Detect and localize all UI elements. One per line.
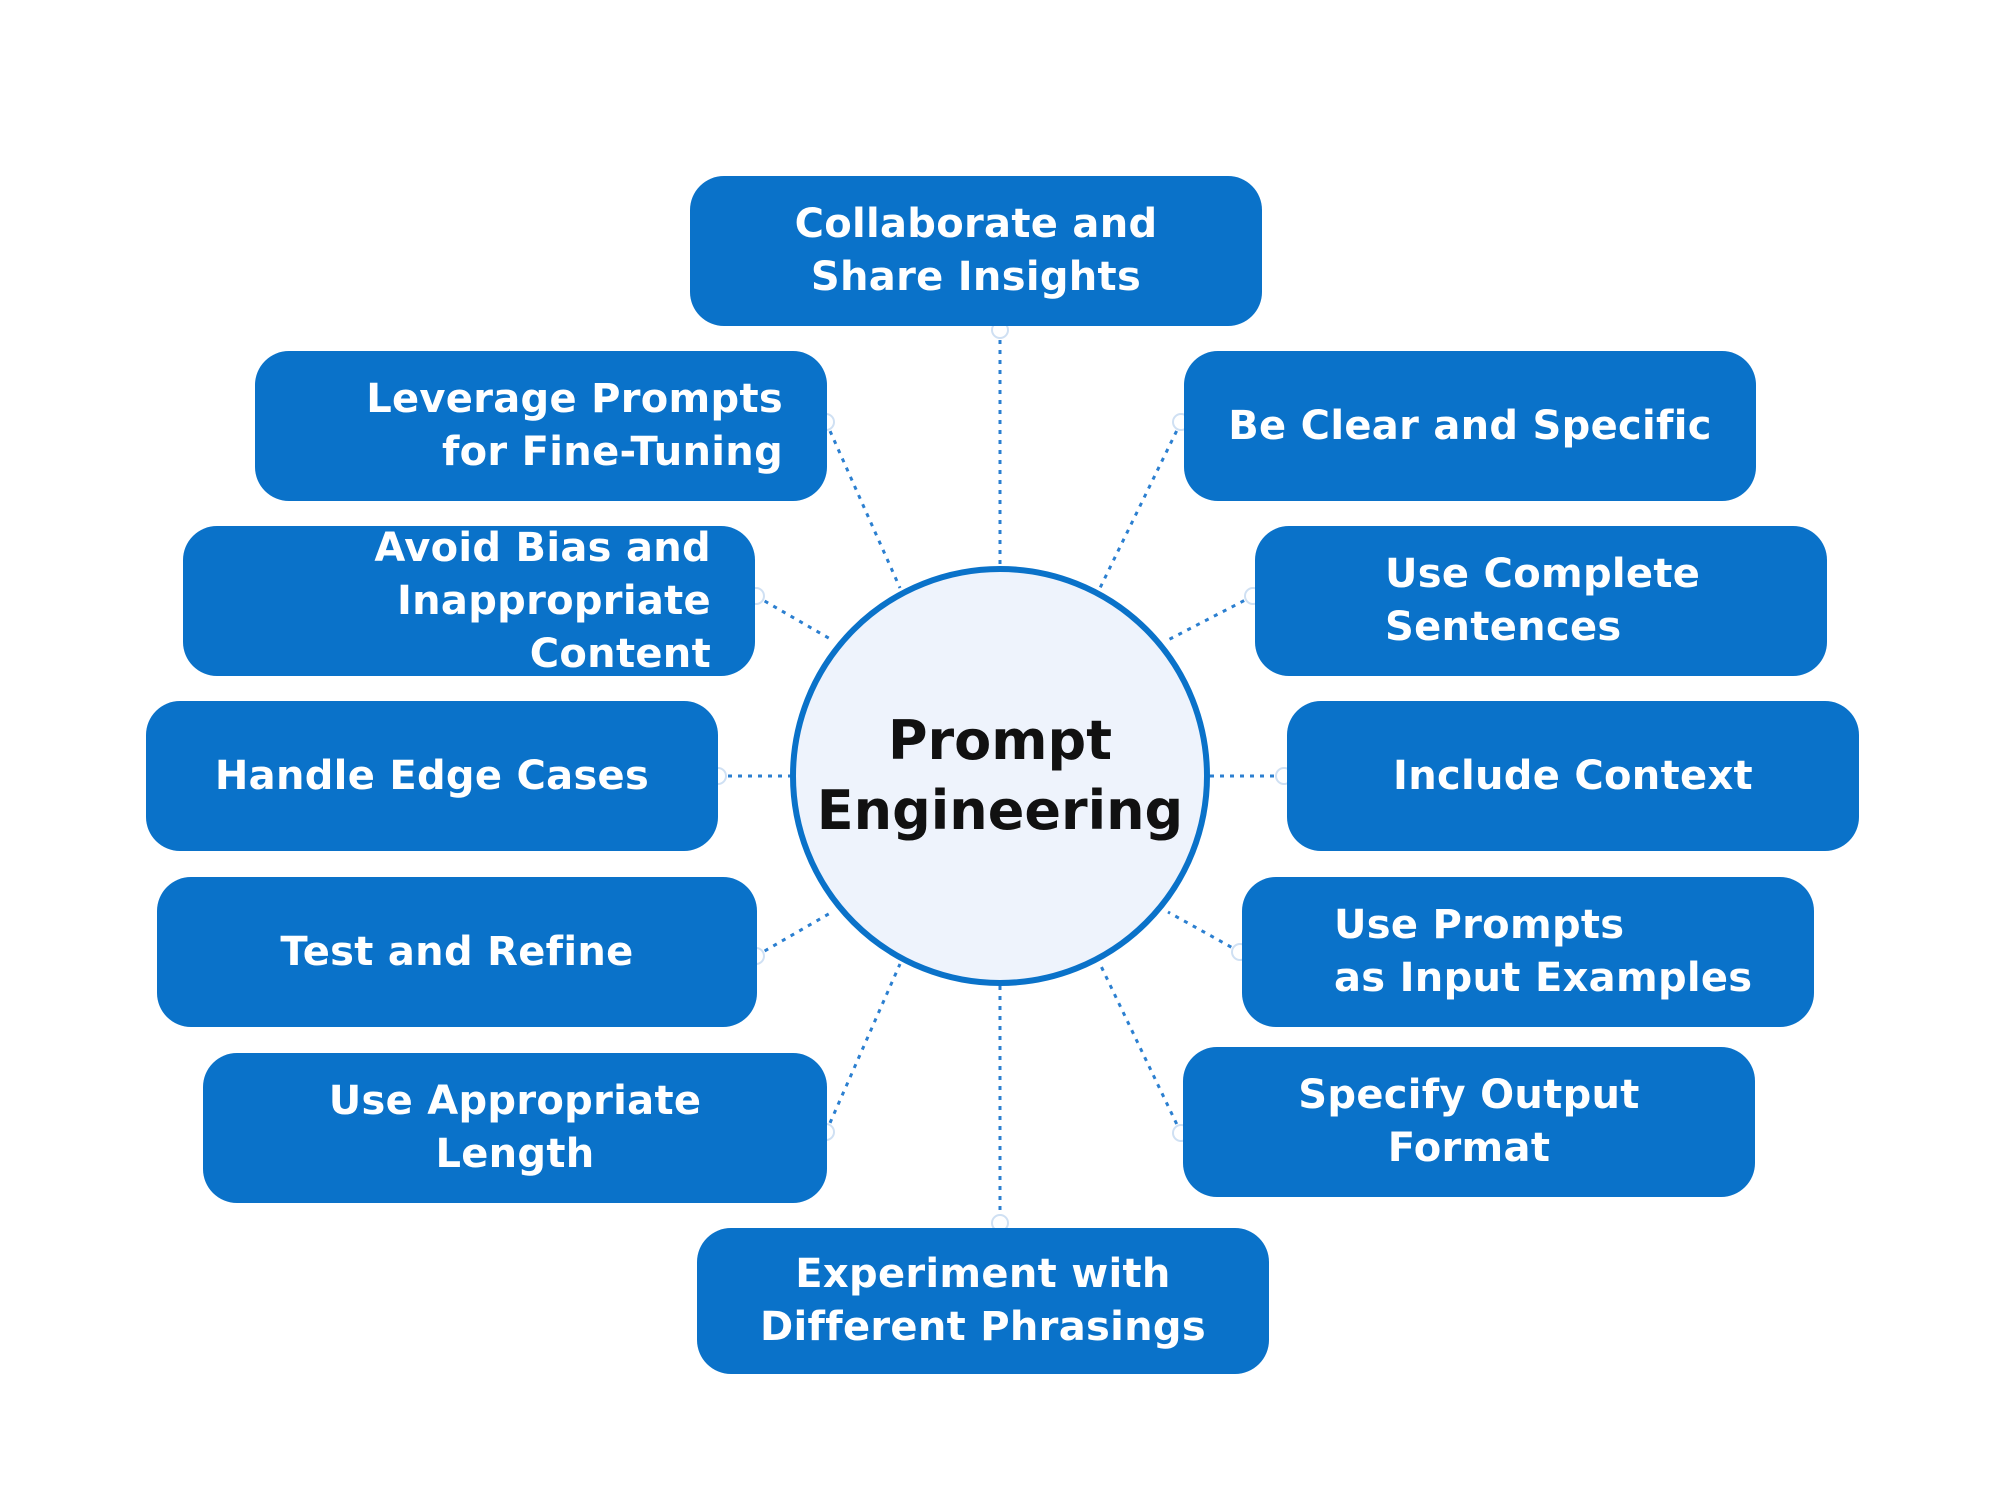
connector-clear [1098, 421, 1183, 589]
node-output-format-label: Specify Output Format [1298, 1072, 1640, 1171]
node-experiment: Experiment with Different Phrasings [697, 1228, 1269, 1374]
node-input-examples: Use Prompts as Input Examples [1242, 877, 1814, 1027]
node-clear-label: Be Clear and Specific [1228, 402, 1712, 449]
node-leverage-label: Leverage Prompts for Fine-Tuning [366, 376, 783, 475]
node-avoid-bias-label: Avoid Bias and Inappropriate Content [374, 524, 711, 677]
node-test-refine: Test and Refine [157, 877, 757, 1027]
connector-input-examples [1167, 910, 1241, 954]
node-collaborate-label: Collaborate and Share Insights [794, 201, 1158, 300]
node-test-refine-label: Test and Refine [280, 928, 634, 975]
connector-avoid-bias [755, 594, 833, 642]
center-hub-label: Prompt Engineering [816, 709, 1184, 842]
connector-leverage [824, 421, 902, 589]
connector-length [824, 963, 902, 1133]
node-length-label: Use Appropriate Length [328, 1078, 702, 1177]
connector-test-refine [755, 910, 833, 958]
connector-complete [1167, 594, 1254, 642]
node-context-label: Include Context [1393, 752, 1753, 799]
node-edge-cases-label: Handle Edge Cases [214, 752, 650, 799]
node-output-format: Specify Output Format [1183, 1047, 1755, 1197]
node-leverage: Leverage Prompts for Fine-Tuning [255, 351, 827, 501]
node-complete-label: Use Complete Sentences [1385, 551, 1701, 650]
node-collaborate: Collaborate and Share Insights [690, 176, 1262, 326]
node-context: Include Context [1287, 701, 1859, 851]
connector-output-format [1098, 963, 1183, 1134]
node-avoid-bias: Avoid Bias and Inappropriate Content [183, 525, 755, 677]
node-edge-cases: Handle Edge Cases [146, 701, 718, 851]
node-experiment-label: Experiment with Different Phrasings [760, 1251, 1206, 1350]
node-length: Use Appropriate Length [203, 1053, 827, 1203]
node-complete: Use Complete Sentences [1255, 526, 1827, 676]
node-clear: Be Clear and Specific [1184, 351, 1756, 501]
node-input-examples-label: Use Prompts as Input Examples [1334, 902, 1753, 1001]
center-hub: Prompt Engineering [790, 566, 1210, 986]
